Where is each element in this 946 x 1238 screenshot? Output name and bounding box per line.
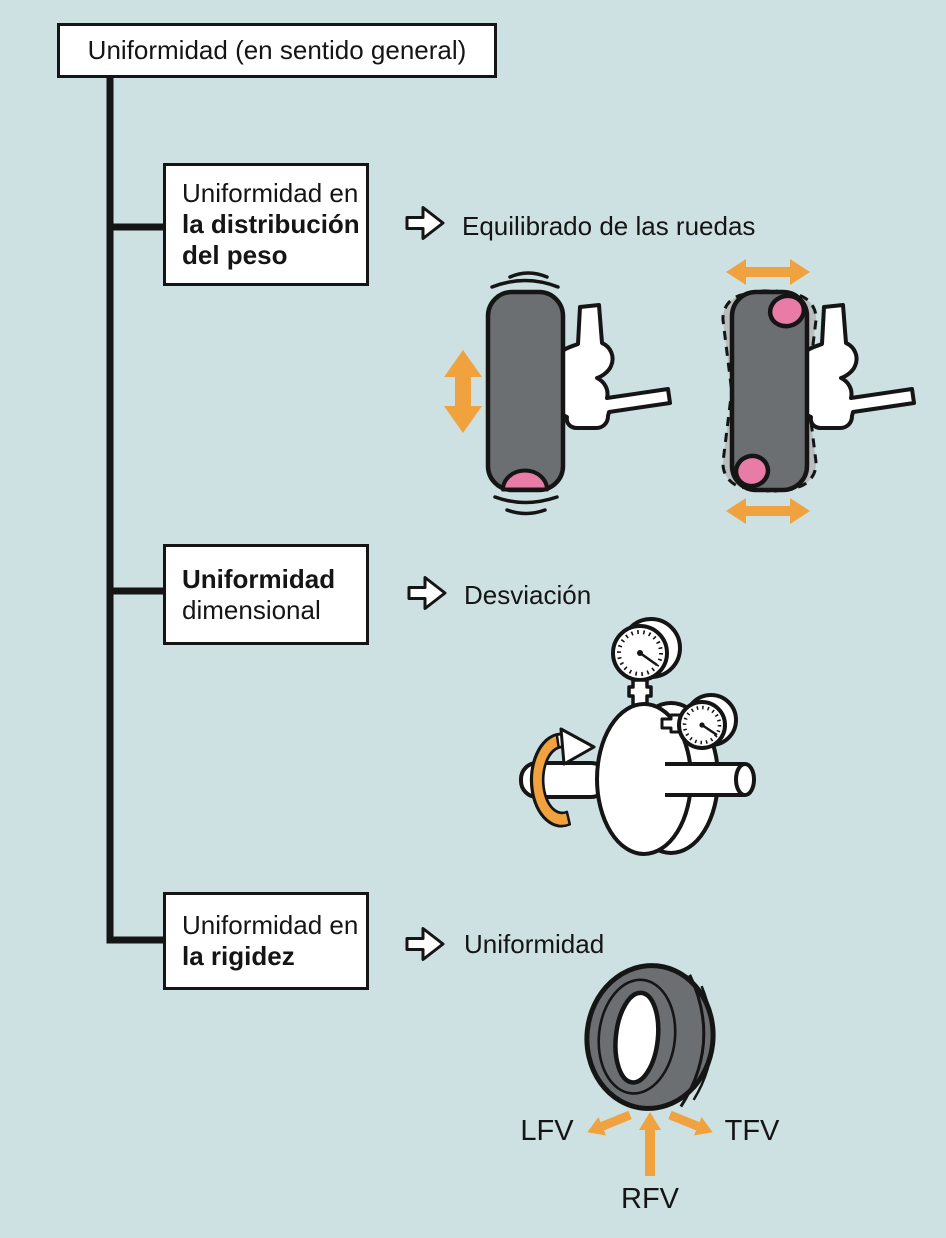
tire-3q-view [584,963,716,1111]
block-arrow-right-icon [407,576,447,610]
root-node-label: Uniformidad (en sentido general) [87,35,467,65]
block-arrow-right-icon [405,927,445,961]
double-arrow-horizontal-icon [726,498,810,524]
branch-box-line: la distribución [182,209,360,239]
tire-force-variation-illustration [584,963,716,1176]
branch-box-line: Uniformidad [182,563,336,594]
result-label-runout: Desviación [464,580,592,610]
axle-shaft [665,762,756,797]
double-arrow-horizontal-icon [726,259,810,285]
wheel-vertical-vibration-illustration [444,271,672,516]
dial-gauge-icon [660,693,738,750]
double-arrow-vertical-icon [444,350,482,433]
rotation-arrow-icon [529,727,596,828]
force-label-rfv: RFV [621,1183,679,1215]
lfv-arrow-icon [587,1110,632,1136]
force-label-tfv: TFV [724,1115,780,1147]
tfv-arrow-icon [668,1110,713,1136]
branch-box-weight-distribution: Uniformidad en la distribución del peso [163,163,369,286]
wheel-wobble-illustration [721,259,916,524]
branch-box-line: del peso [182,240,288,270]
branch-box-line: Uniformidad en [182,910,359,940]
dial-gauge-icon [611,617,682,682]
branch-box-line: Uniformidad en [182,178,359,208]
result-label-wheel-balancing: Equilibrado de las ruedas [462,211,756,241]
force-label-lfv: LFV [520,1115,574,1147]
runout-gauge-illustration [519,617,756,856]
branch-box-dimensional: Uniformidad dimensional [163,544,369,645]
block-arrow-right-icon [405,206,445,240]
rfv-arrow-icon [639,1112,661,1176]
root-node-box: Uniformidad (en sentido general) [57,23,497,78]
branch-box-line: la rigidez [182,941,295,971]
branch-box-line: dimensional [182,594,321,625]
branch-box-stiffness: Uniformidad en la rigidez [163,892,369,990]
result-label-uniformity: Uniformidad [464,929,605,959]
